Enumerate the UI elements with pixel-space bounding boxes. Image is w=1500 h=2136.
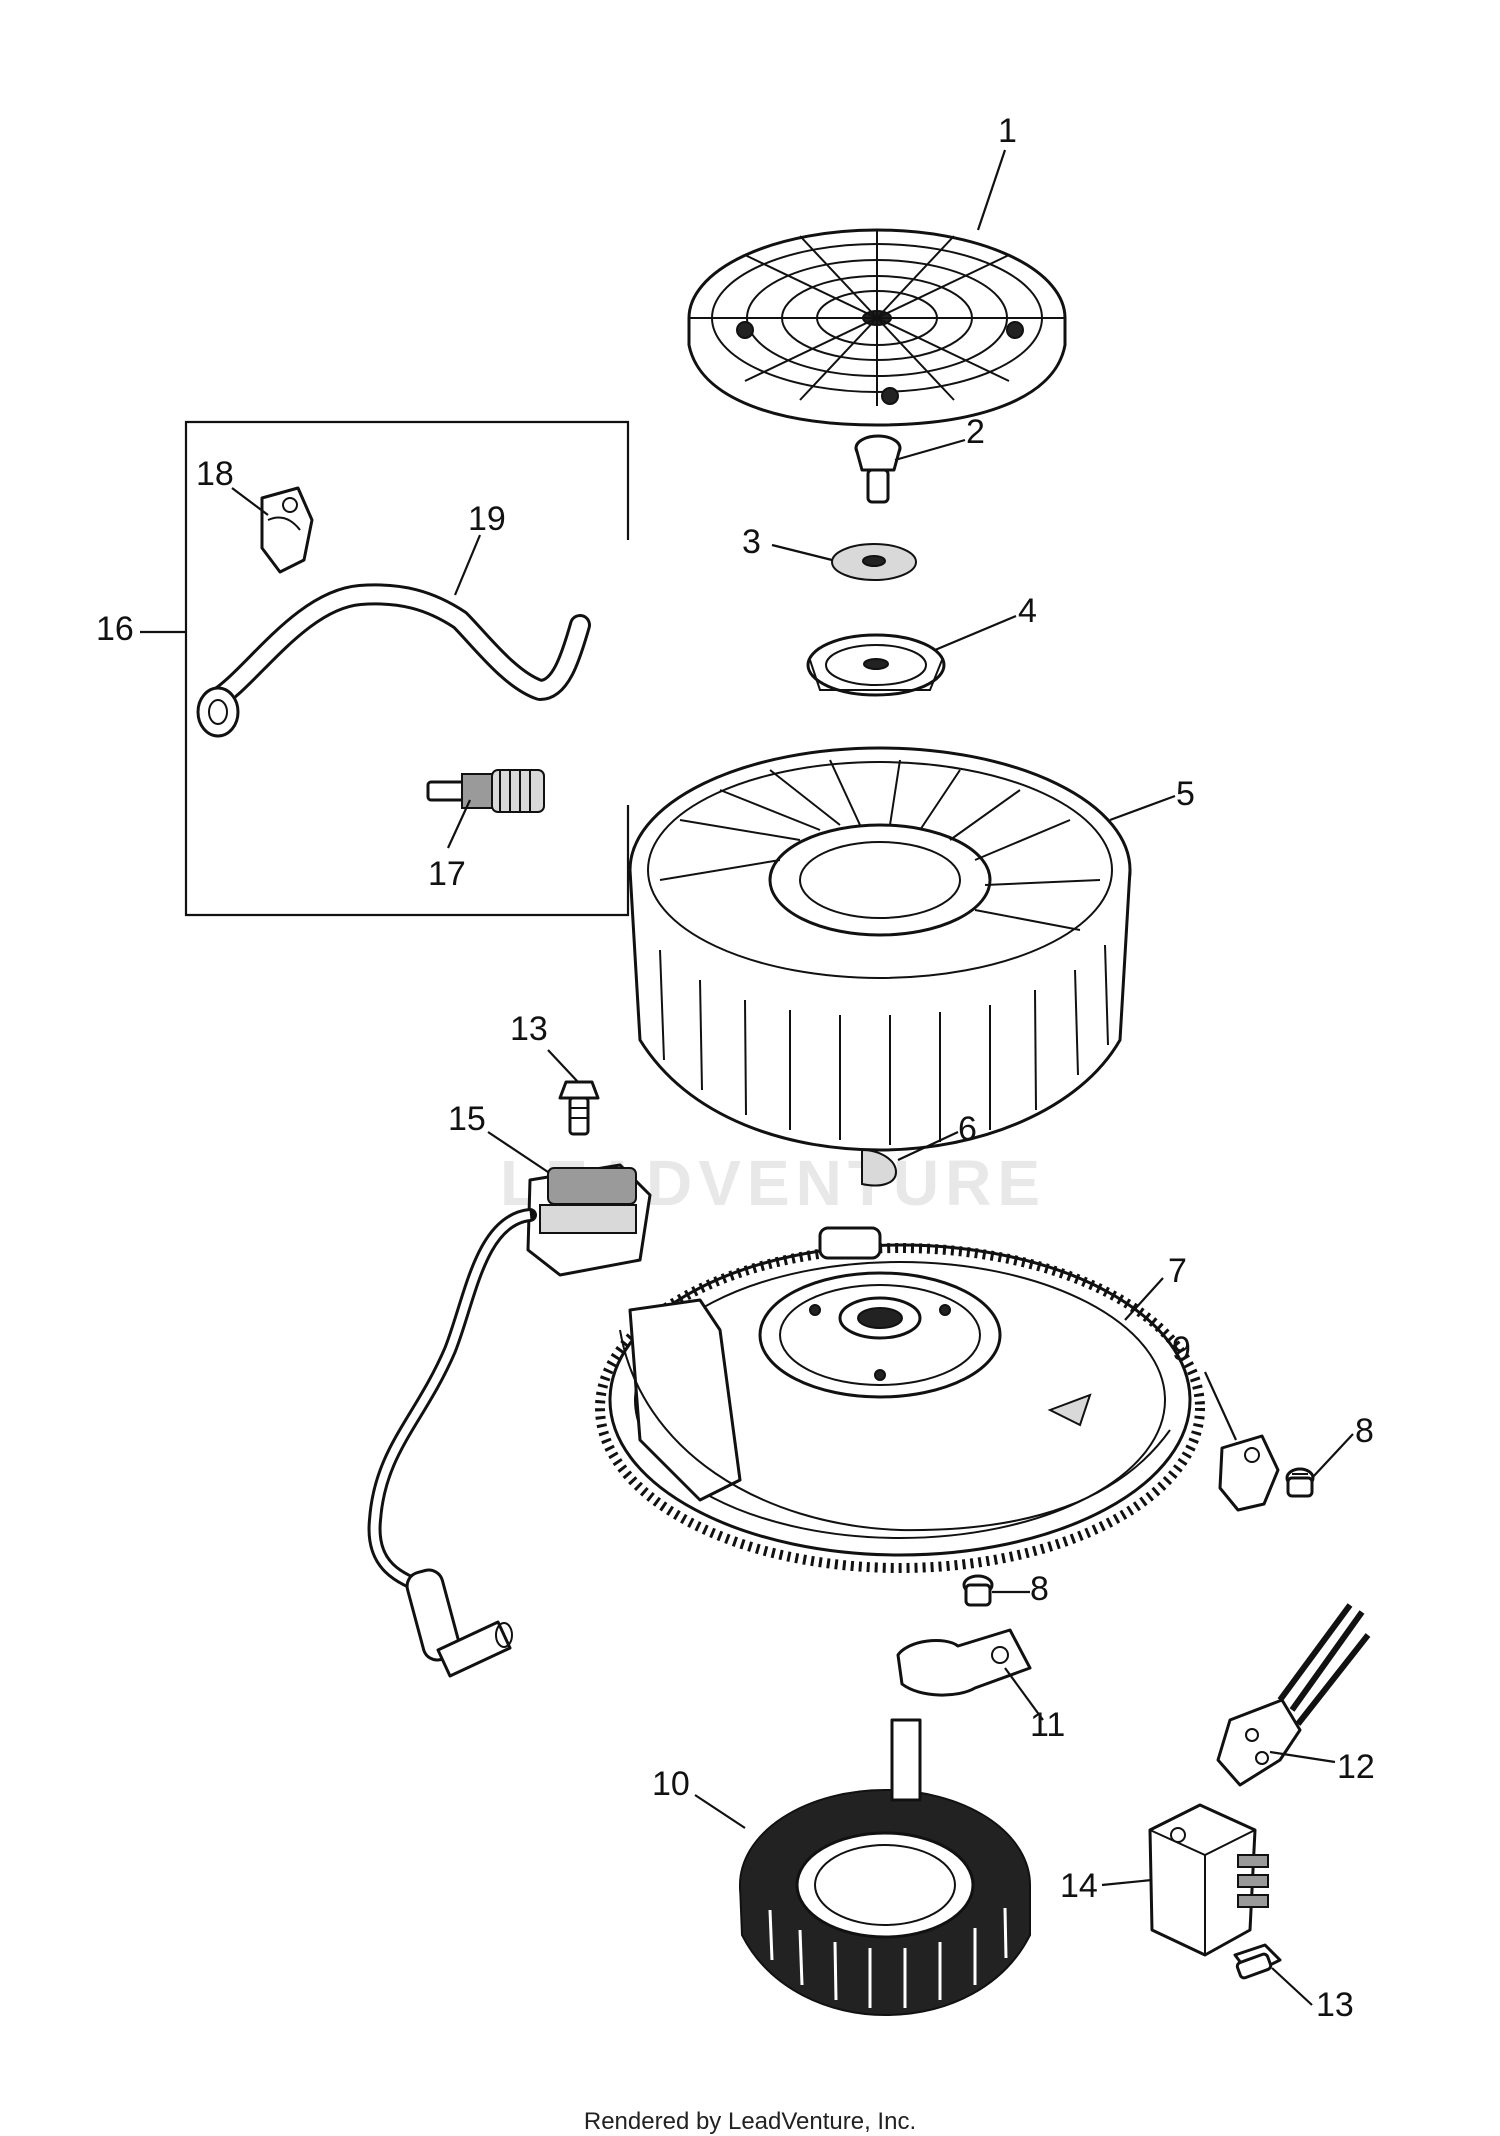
callout-16: 16 <box>96 610 134 648</box>
part-12-wire-harness <box>1216 1603 1371 1787</box>
callout-17: 17 <box>428 855 466 893</box>
callout-8-lower: 8 <box>1030 1570 1049 1608</box>
part-8-screw-lower <box>962 1574 994 1607</box>
callout-2: 2 <box>966 413 985 451</box>
part-4-fan-retainer <box>806 633 946 697</box>
leader-lines <box>231 149 1354 2006</box>
callout-13-lower: 13 <box>1316 1986 1354 2024</box>
callout-19: 19 <box>468 500 506 538</box>
part-13-bolt-lower <box>1233 1943 1282 1980</box>
callout-9: 9 <box>1172 1330 1191 1368</box>
callout-3: 3 <box>742 523 761 561</box>
part-6-flywheel-key <box>861 1148 898 1187</box>
part-3-washer <box>831 543 917 581</box>
part-2-screen-bolt <box>854 434 902 504</box>
part-5-cooling-fan <box>628 746 1132 1152</box>
part-18-clamp <box>260 486 314 574</box>
callout-numbers: 1 2 3 4 5 6 7 8 8 9 10 11 12 13 13 14 15… <box>96 112 1375 2024</box>
callout-15: 15 <box>448 1100 486 1138</box>
callout-8-right: 8 <box>1355 1412 1374 1450</box>
kit-bracket-16 <box>140 420 630 917</box>
callout-10: 10 <box>652 1765 690 1803</box>
part-19-breather-hose <box>196 583 591 738</box>
callout-1: 1 <box>998 112 1017 150</box>
callout-14: 14 <box>1060 1867 1098 1905</box>
part-9-clamp <box>1218 1434 1280 1512</box>
part-10-stator <box>739 1718 1031 2017</box>
callout-12: 12 <box>1337 1748 1375 1786</box>
part-14-voltage-regulator <box>1148 1803 1269 1957</box>
callout-6: 6 <box>958 1110 977 1148</box>
part-1-grass-screen <box>687 228 1067 427</box>
part-7-flywheel <box>595 1226 1205 1573</box>
callout-18: 18 <box>196 455 234 493</box>
part-11-clamp <box>896 1628 1032 1697</box>
callout-13-upper: 13 <box>510 1010 548 1048</box>
part-13-bolt-upper <box>558 1080 600 1136</box>
callout-11: 11 <box>1030 1706 1065 1744</box>
part-15-ignition-module <box>367 1163 652 1678</box>
footer-credit: Rendered by LeadVenture, Inc. <box>583 2108 917 2135</box>
callout-7: 7 <box>1168 1252 1187 1290</box>
callout-5: 5 <box>1176 775 1195 813</box>
callout-4: 4 <box>1018 592 1037 630</box>
part-8-screw-right <box>1285 1467 1315 1498</box>
part-17-spark-plug <box>426 769 545 813</box>
